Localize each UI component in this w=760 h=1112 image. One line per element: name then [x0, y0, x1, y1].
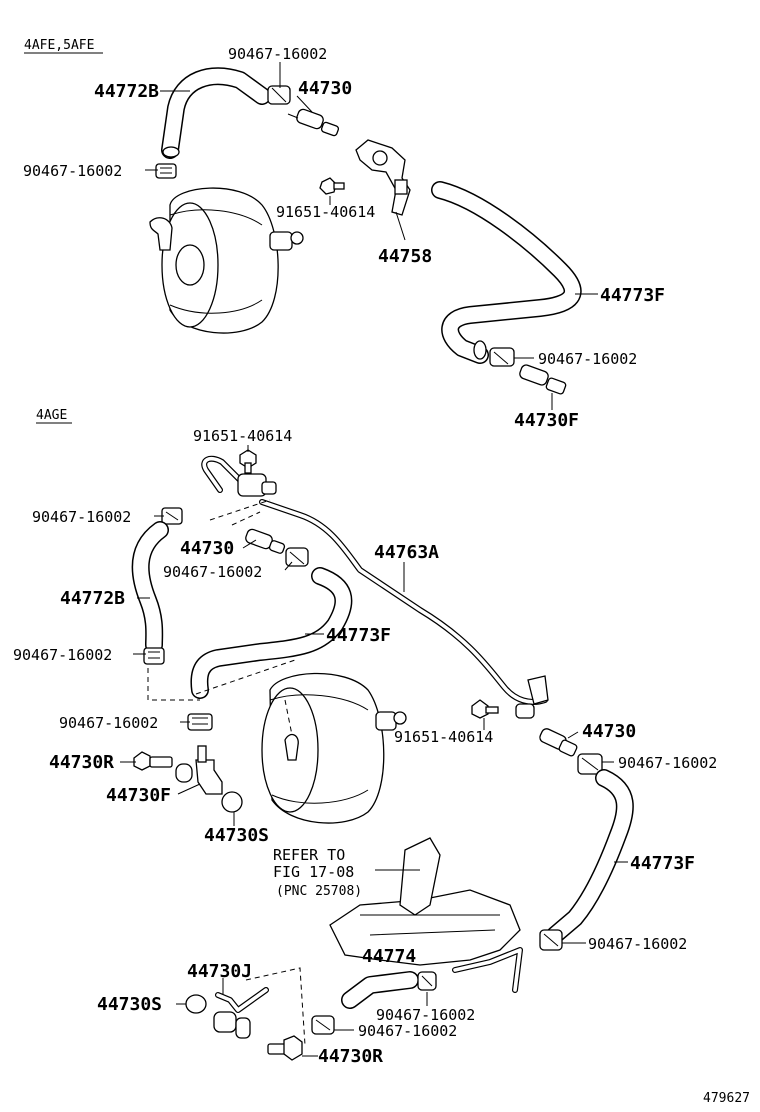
- label-bottom-valve-2: 44730: [582, 721, 636, 742]
- label-top-valve-2: 44730F: [514, 410, 579, 431]
- label-top-bolt-1: 91651-40614: [276, 203, 375, 221]
- clip-bottom-2: [285, 547, 309, 567]
- leader-top-44758: [395, 211, 406, 241]
- dashed-guide-3: [209, 499, 271, 526]
- label-bottom-fitting-1: 44730J: [187, 961, 252, 982]
- label-bottom-bolt-1: 91651-40614: [193, 427, 292, 445]
- brake-booster-bottom: [261, 672, 407, 824]
- cap-44730s-lower: [185, 994, 207, 1014]
- label-top-hose-1: 44772B: [94, 81, 159, 102]
- clip-top-1: [267, 85, 291, 105]
- hose-44772b-top: [161, 67, 271, 159]
- label-bottom-clip-2: 90467-16002: [163, 563, 262, 581]
- label-bottom-hose-3: 44773F: [630, 853, 695, 874]
- label-bottom-clip-7: 90467-16002: [376, 1006, 475, 1024]
- pipe-44763a: [201, 455, 549, 719]
- label-top-bracket-1: 44758: [378, 246, 432, 267]
- label-bottom-clip-4: 90467-16002: [59, 714, 158, 732]
- bolt-bottom-1: [239, 449, 257, 474]
- hose-44773f-bottom-left: [190, 567, 353, 699]
- union-44730r-lower: [267, 1035, 303, 1061]
- bolt-bottom-2: [471, 699, 499, 719]
- label-bottom-cap-2: 44730S: [97, 994, 162, 1015]
- hose-44774: [341, 971, 419, 1009]
- label-top-valve-1: 44730: [298, 78, 352, 99]
- cap-44730s-bottom: [221, 791, 243, 813]
- hose-44772b-bottom: [131, 521, 169, 654]
- clip-bottom-7: [417, 971, 437, 991]
- label-top-clip-2: 90467-16002: [23, 162, 122, 180]
- valve-44730-bottom-1: [245, 528, 286, 554]
- clip-bottom-3: [143, 647, 165, 665]
- label-refer-line3: (PNC 25708): [276, 884, 362, 899]
- dashed-guide-1: [147, 659, 296, 701]
- clip-bottom-6: [539, 929, 563, 951]
- clip-top-2: [155, 163, 177, 179]
- manifold-assembly: [329, 837, 523, 993]
- label-bottom-union-2: 44730F: [106, 785, 171, 806]
- leader-bottom-44730b: [567, 731, 579, 739]
- clip-bottom-8: [311, 1015, 335, 1035]
- label-top-hose-2: 44773F: [600, 285, 665, 306]
- dashed-guide-2: [245, 967, 306, 1046]
- label-bottom-hose-2: 44773F: [326, 625, 391, 646]
- leader-bottom-clip2: [284, 561, 293, 571]
- label-bottom-bolt-2: 91651-40614: [394, 728, 493, 746]
- leader-bottom-44730f: [177, 783, 201, 795]
- valve-44730f-top: [519, 364, 567, 395]
- label-bottom-union-3: 44730R: [318, 1046, 383, 1067]
- brake-booster-top: [149, 187, 304, 334]
- leader-top-44730: [296, 95, 313, 113]
- label-bottom-union-1: 44730R: [49, 752, 114, 773]
- label-top-clip-3: 90467-16002: [538, 350, 637, 368]
- valve-44730-bottom-2: [539, 728, 578, 757]
- union-44730r-bottom: [133, 751, 173, 771]
- hose-44773f-bottom-right: [546, 769, 634, 944]
- clip-bottom-5: [577, 753, 603, 775]
- valve-44730-top: [287, 108, 340, 137]
- hose-44773f-top: [431, 181, 582, 364]
- section-label-4afe-5afe: 4AFE,5AFE: [24, 38, 94, 53]
- clip-bottom-1: [161, 507, 183, 525]
- figure-number: 479627: [703, 1091, 750, 1106]
- bolt-top: [319, 177, 345, 195]
- bracket-top: [355, 139, 411, 216]
- label-refer-line1: REFER TO: [273, 846, 345, 864]
- label-bottom-clip-3: 90467-16002: [13, 646, 112, 664]
- label-bottom-clip-5: 90467-16002: [618, 754, 717, 772]
- label-bottom-clip-6: 90467-16002: [588, 935, 687, 953]
- label-bottom-hose-4: 44774: [362, 946, 416, 967]
- clip-bottom-4: [187, 713, 213, 731]
- union-44730f-bottom: [175, 745, 223, 795]
- label-bottom-hose-1: 44772B: [60, 588, 125, 609]
- clip-top-3: [489, 347, 515, 367]
- leader-bottom-44730: [242, 539, 257, 549]
- label-refer-line2: FIG 17-08: [273, 863, 354, 881]
- label-bottom-valve-1: 44730: [180, 538, 234, 559]
- label-bottom-cap-1: 44730S: [204, 825, 269, 846]
- section-label-4age: 4AGE: [36, 408, 67, 423]
- label-top-clip-1: 90467-16002: [228, 45, 327, 63]
- fitting-44730j: [213, 987, 269, 1039]
- label-bottom-pipe-1: 44763A: [374, 542, 439, 563]
- label-bottom-clip-8: 90467-16002: [358, 1022, 457, 1040]
- label-bottom-clip-1: 90467-16002: [32, 508, 131, 526]
